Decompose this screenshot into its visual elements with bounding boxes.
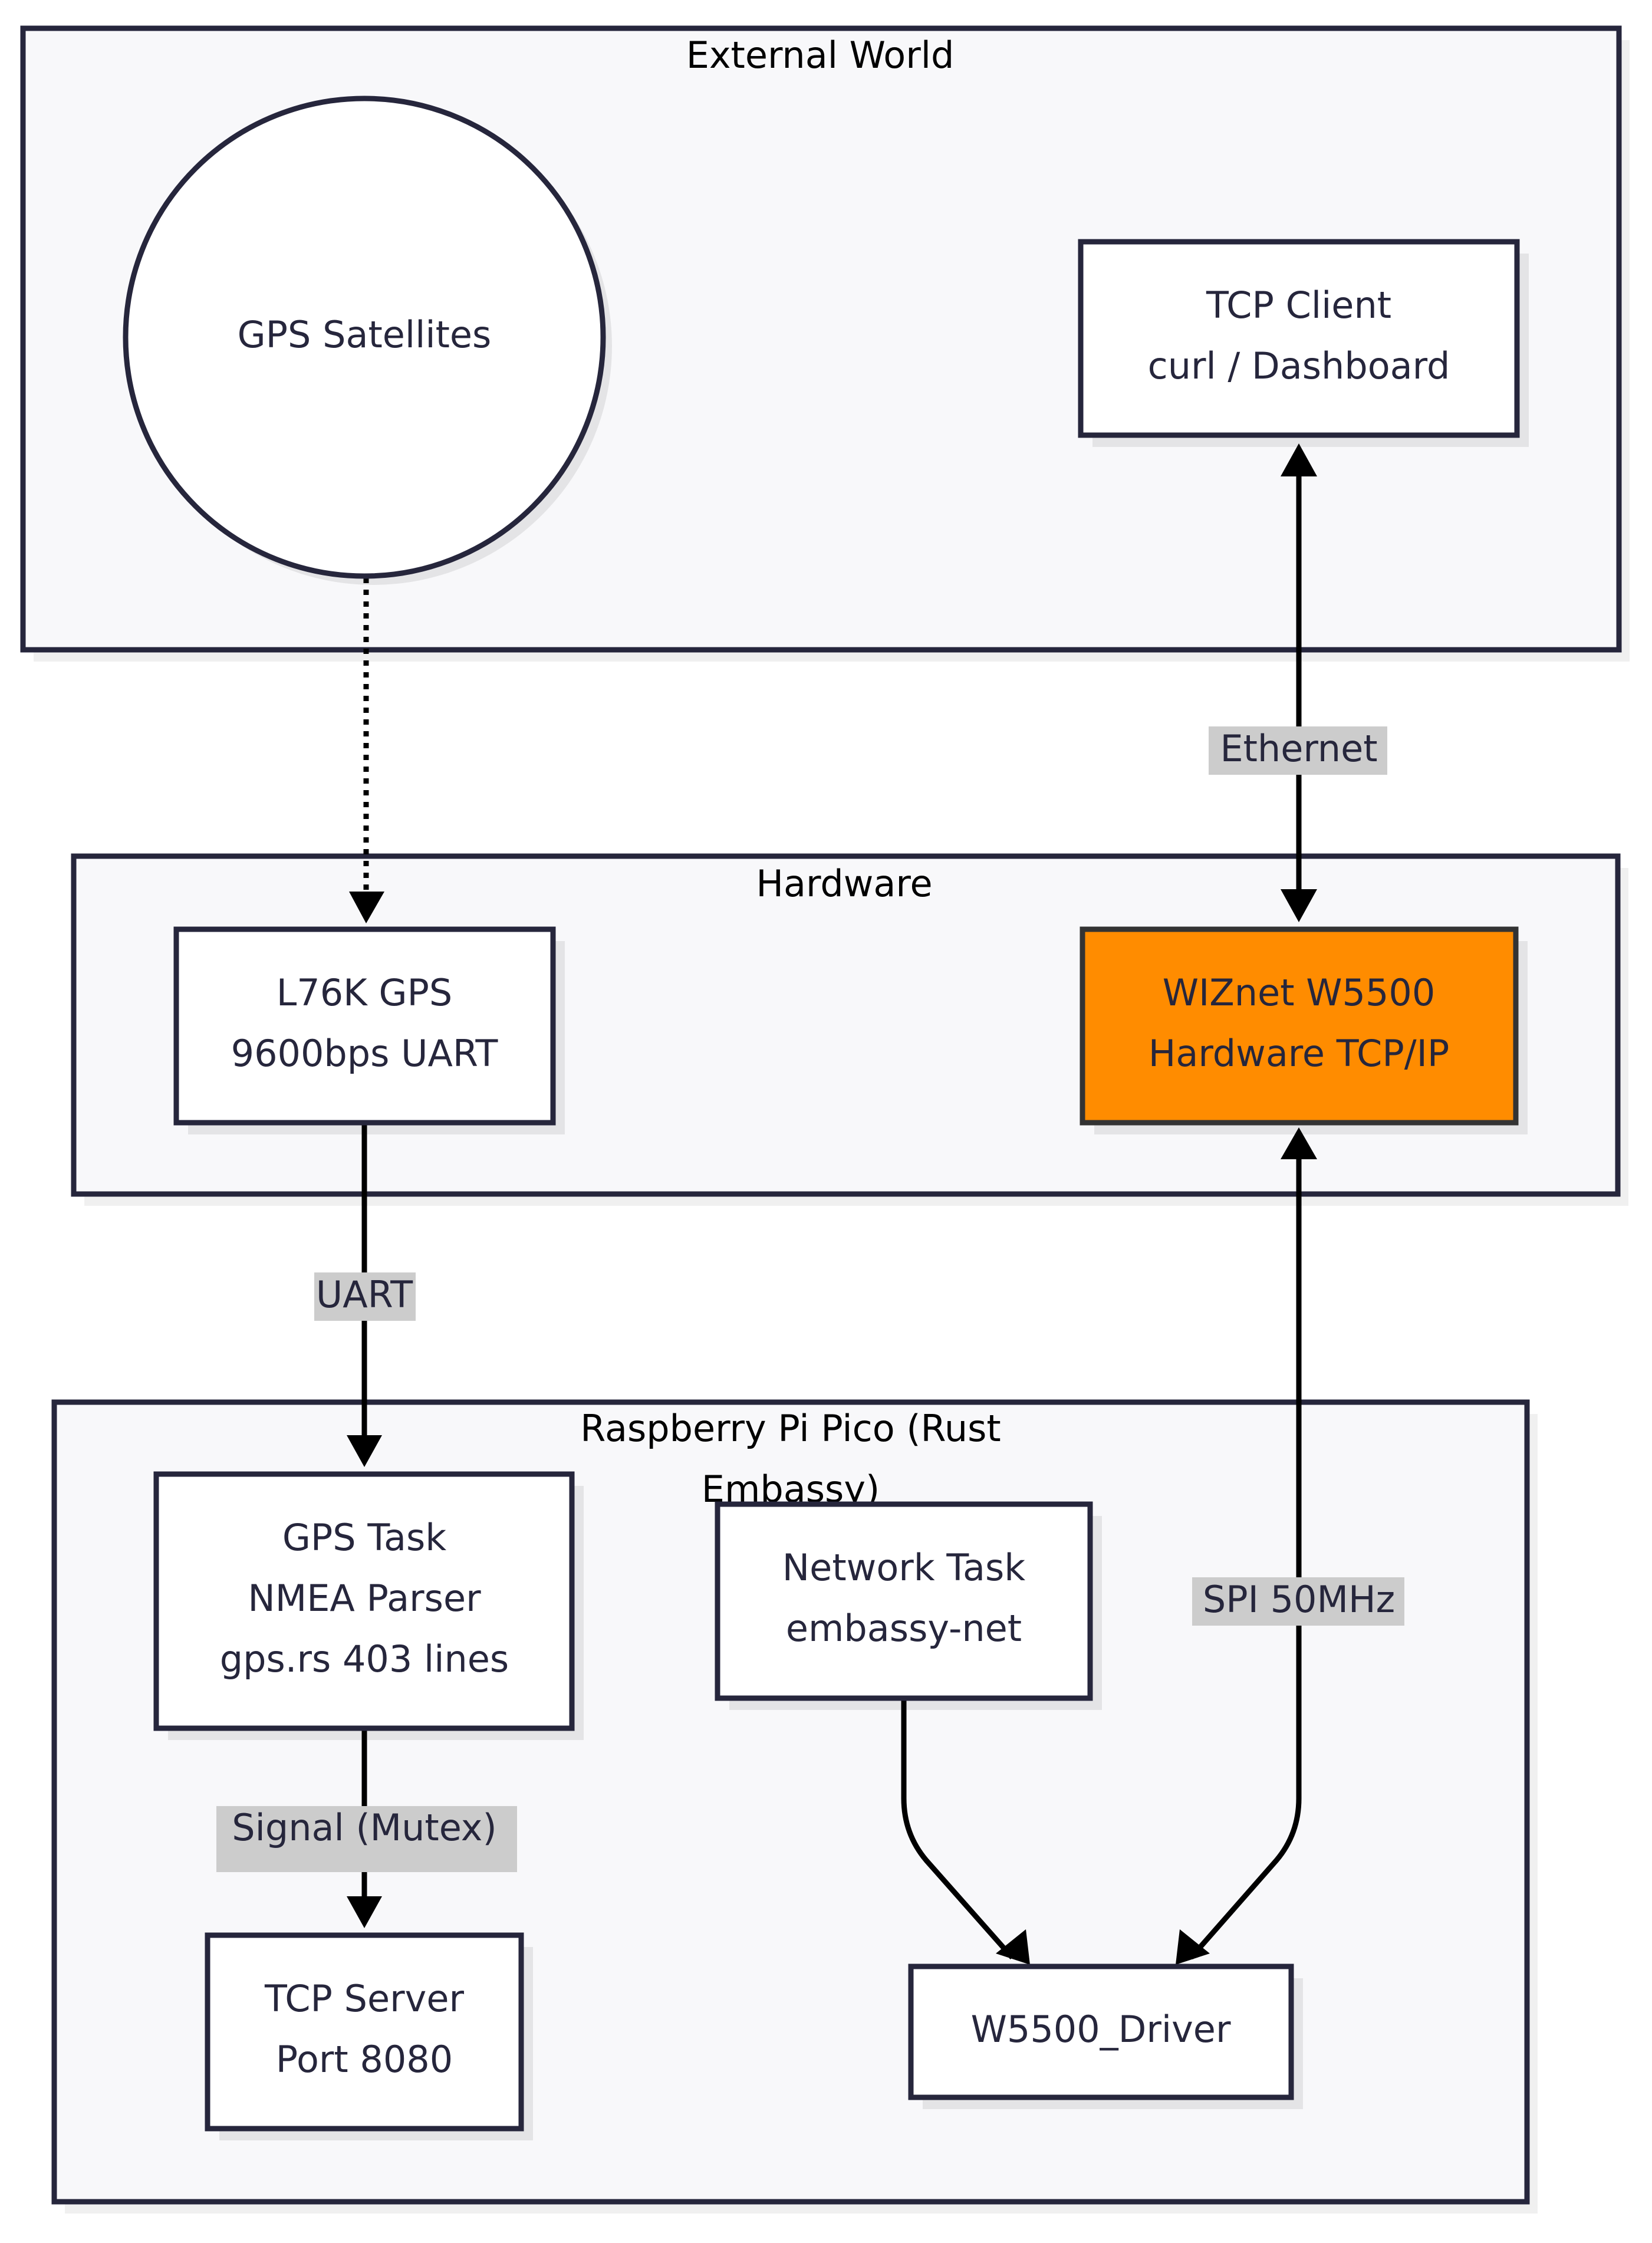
arrowhead-down-icon [347,1435,382,1467]
svg-text:NMEA Parser: NMEA Parser [248,1577,481,1620]
node-l76k-gps[interactable]: L76K GPS 9600bps UART [173,926,565,1134]
svg-text:GPS Task: GPS Task [282,1516,446,1559]
cluster-title-external-world: External World [686,34,955,77]
svg-text:Hardware TCP/IP: Hardware TCP/IP [1148,1032,1450,1075]
svg-text:TCP Server: TCP Server [264,1977,464,2020]
node-wiznet-w5500[interactable]: WIZnet W5500 Hardware TCP/IP [1080,926,1528,1134]
svg-text:gps.rs 403 lines: gps.rs 403 lines [220,1637,509,1680]
svg-text:SPI 50MHz: SPI 50MHz [1203,1578,1395,1621]
svg-text:L76K GPS: L76K GPS [277,971,453,1014]
svg-text:TCP Client: TCP Client [1206,284,1391,327]
arrowhead-down-right-icon [996,1929,1030,1965]
cluster-title-pico-line1: Raspberry Pi Pico (Rust [580,1407,1001,1450]
arrowhead-up-icon [1281,1127,1317,1159]
svg-text:embassy-net: embassy-net [786,1607,1022,1650]
node-w5500-driver[interactable]: W5500_Driver [908,1964,1303,2109]
svg-text:Network Task: Network Task [782,1546,1025,1589]
svg-text:9600bps UART: 9600bps UART [231,1032,499,1075]
svg-text:UART: UART [316,1273,413,1316]
node-gps-task[interactable]: GPS Task NMEA Parser gps.rs 403 lines [153,1471,584,1740]
node-label: GPS Satellites [238,313,492,356]
arrowhead-down-left-icon [1176,1929,1210,1965]
arrowhead-down-icon [1281,889,1317,922]
svg-text:WIZnet W5500: WIZnet W5500 [1163,971,1436,1014]
node-gps-satellites[interactable]: GPS Satellites [123,96,612,585]
arrowhead-down-icon [347,1896,382,1928]
svg-text:Ethernet: Ethernet [1220,727,1377,770]
svg-text:curl / Dashboard: curl / Dashboard [1148,344,1450,387]
edge-label-spi: SPI 50MHz [1192,1577,1404,1626]
arrowhead-down-icon [349,892,384,923]
edge-spi [1189,1156,1302,1959]
edge-network-to-driver [901,1698,1015,1959]
cluster-title-hardware: Hardware [756,862,932,905]
node-tcp-client[interactable]: TCP Client curl / Dashboard [1078,239,1529,447]
svg-text:W5500_Driver: W5500_Driver [971,2008,1231,2051]
edge-label-uart: UART [314,1272,416,1321]
edge-label-signal: Signal (Mutex) [216,1806,517,1872]
node-network-task[interactable]: Network Task embassy-net [715,1501,1102,1710]
svg-text:Port 8080: Port 8080 [276,2038,453,2081]
svg-text:Signal (Mutex): Signal (Mutex) [232,1806,496,1849]
node-tcp-server[interactable]: TCP Server Port 8080 [205,1932,533,2140]
edge-label-ethernet: Ethernet [1209,726,1387,775]
arrowhead-up-icon [1281,443,1317,476]
